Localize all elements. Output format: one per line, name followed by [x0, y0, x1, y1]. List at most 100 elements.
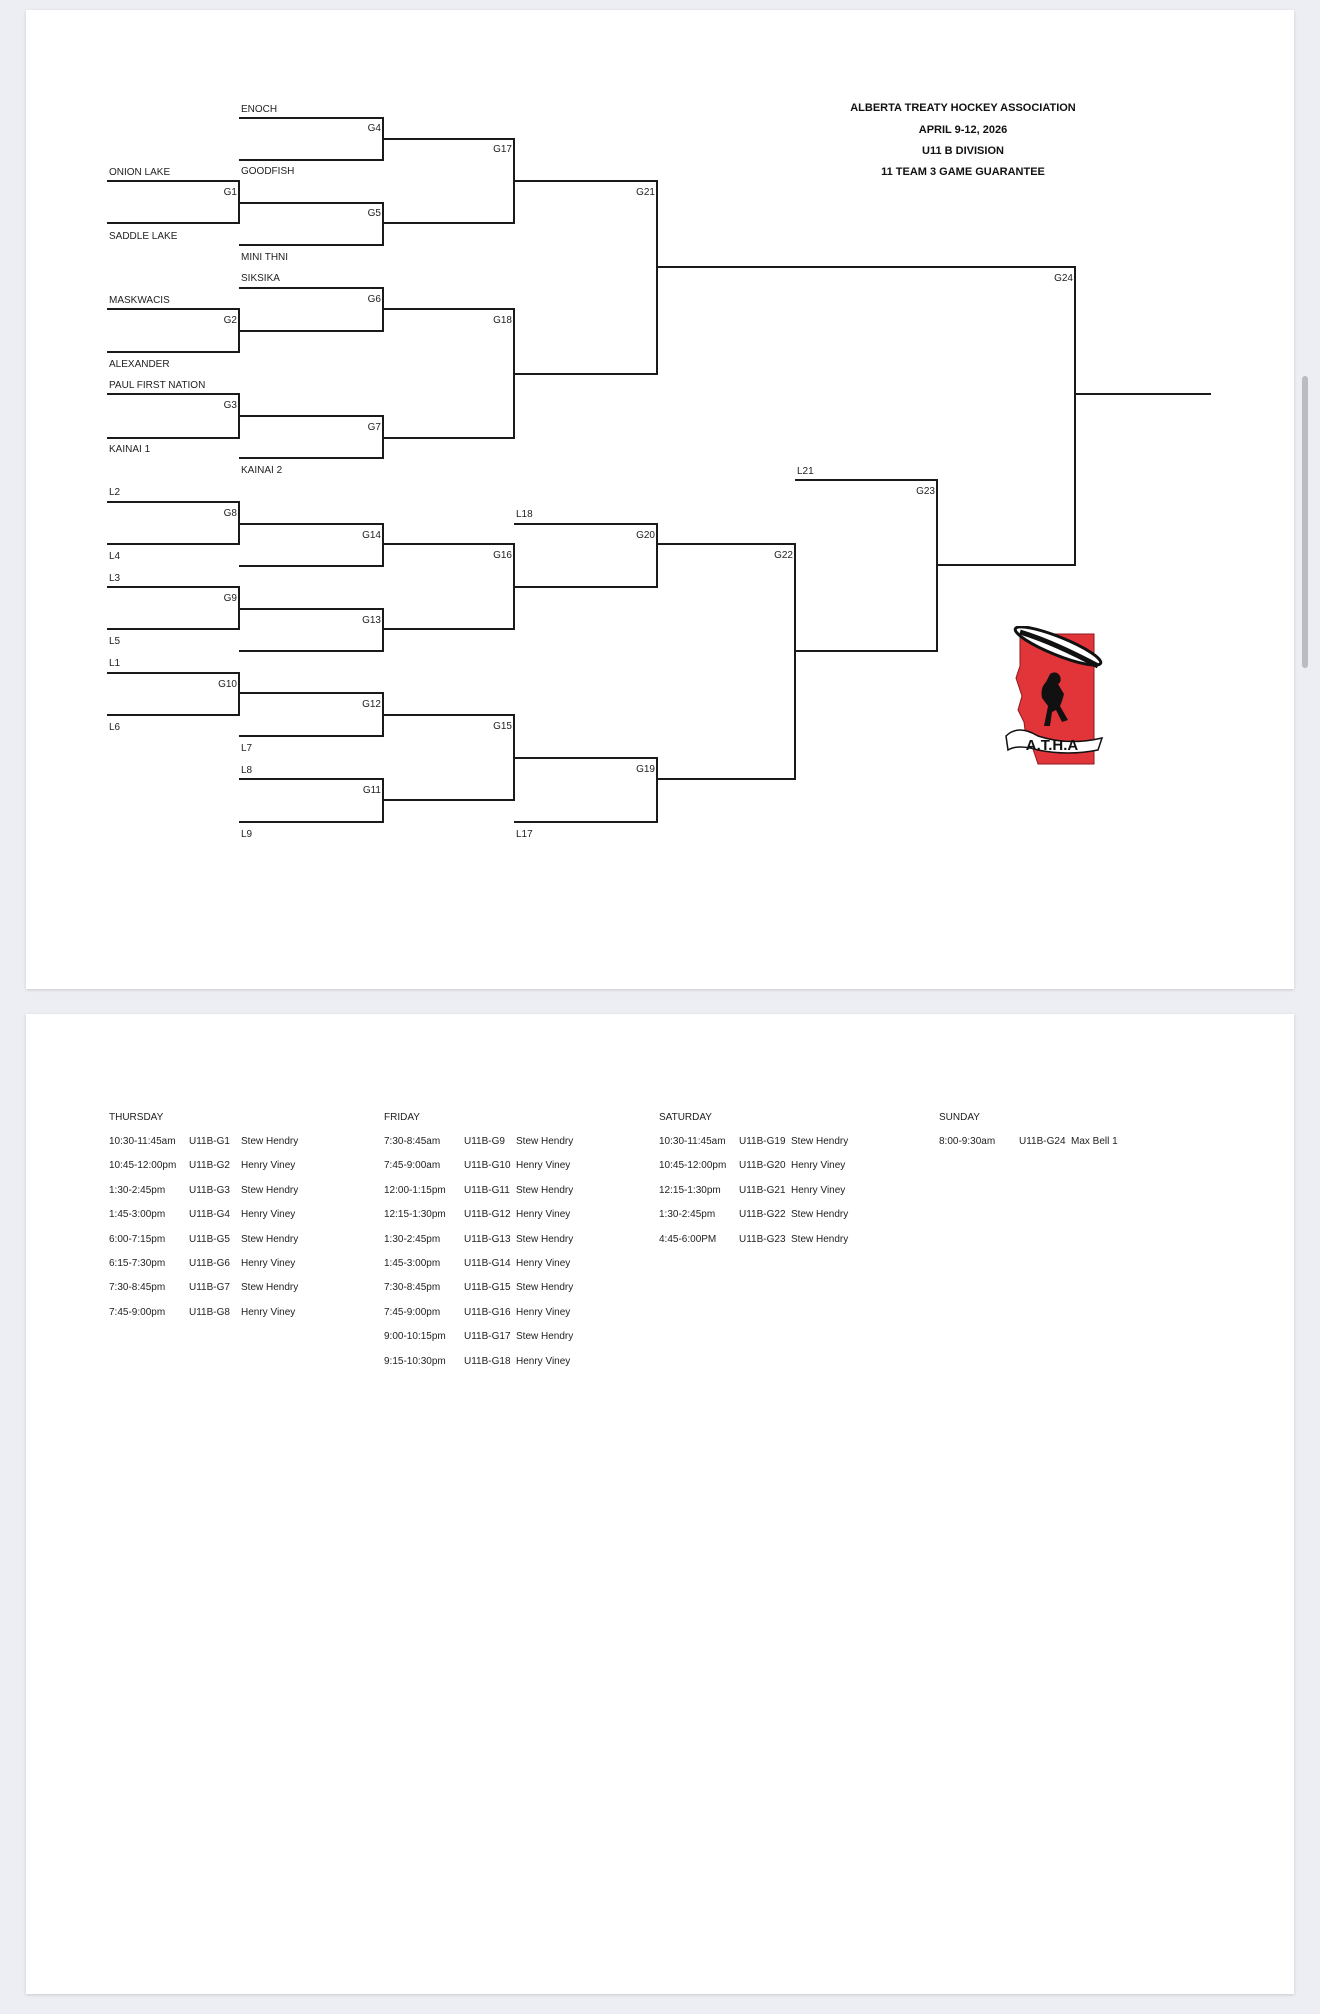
game-label: G5 — [367, 208, 381, 219]
game-label: G23 — [916, 486, 935, 497]
schedule-time: 12:00-1:15pm — [384, 1184, 446, 1196]
loser-label: L2 — [109, 487, 121, 498]
schedule-location: Stew Hendry — [241, 1184, 299, 1196]
bracket-g20 — [514, 523, 658, 588]
game-label: G20 — [636, 530, 655, 541]
schedule-row: 7:45-9:00am U11B-G10 Henry Viney — [384, 1160, 573, 1184]
schedule-day-heading: SUNDAY — [939, 1112, 980, 1123]
schedule-time: 6:00-7:15pm — [109, 1233, 166, 1245]
schedule-time: 10:45-12:00pm — [659, 1160, 727, 1172]
schedule-time: 10:45-12:00pm — [109, 1160, 177, 1172]
loser-label: L21 — [797, 466, 814, 477]
loser-label: L1 — [109, 658, 121, 669]
schedule-game: U11B-G10 — [464, 1160, 511, 1172]
schedule-day-heading: FRIDAY — [384, 1112, 420, 1123]
schedule-time: 4:45-6:00PM — [659, 1233, 717, 1245]
game-label: G3 — [223, 400, 237, 411]
atha-logo: A.T.H.A — [1005, 626, 1104, 765]
game-label: G17 — [493, 144, 512, 155]
schedule-game: U11B-G19 — [739, 1136, 786, 1147]
schedule-time: 7:30-8:45pm — [109, 1282, 166, 1294]
schedule-time: 9:15-10:30pm — [384, 1355, 446, 1367]
schedule-time: 9:00-10:15pm — [384, 1331, 446, 1343]
game-label: G4 — [367, 123, 381, 134]
bracket-g19 — [514, 757, 658, 823]
loser-label: L3 — [109, 573, 121, 584]
bracket-g4 — [239, 117, 384, 161]
schedule-game: U11B-G7 — [189, 1282, 230, 1294]
schedule-time: 12:15-1:30pm — [659, 1184, 721, 1196]
title-division: U11 B DIVISION — [922, 145, 1004, 157]
game-label: G2 — [223, 315, 237, 326]
schedule-location: Henry Viney — [791, 1184, 846, 1196]
scrollbar[interactable] — [1302, 376, 1308, 668]
game-label: G22 — [774, 550, 793, 561]
loser-label: L9 — [241, 829, 253, 840]
schedule-time: 1:45-3:00pm — [384, 1257, 441, 1269]
schedule-row: 1:30-2:45pm U11B-G22 Stew Hendry — [659, 1209, 848, 1233]
team-label: ENOCH — [241, 104, 278, 115]
schedule-location: Stew Hendry — [516, 1282, 574, 1294]
title-format: 11 TEAM 3 GAME GUARANTEE — [881, 166, 1045, 178]
bracket-g9 — [107, 586, 240, 630]
schedule-location: Henry Viney — [791, 1160, 846, 1172]
schedule-row: 1:30-2:45pm U11B-G3 Stew Hendry — [109, 1185, 298, 1209]
schedule-location: Stew Hendry — [241, 1136, 299, 1147]
team-label: SIKSIKA — [241, 273, 280, 284]
game-label: G14 — [362, 530, 381, 541]
schedule-location: Stew Hendry — [241, 1282, 299, 1294]
bracket-g18 — [383, 308, 515, 439]
game-label: G21 — [636, 187, 655, 198]
schedule-location: Henry Viney — [516, 1160, 571, 1172]
game-label: G18 — [493, 315, 512, 326]
team-label: GOODFISH — [241, 166, 295, 177]
team-label: SADDLE LAKE — [109, 231, 178, 242]
loser-label: L4 — [109, 551, 121, 562]
title-dates: APRIL 9-12, 2026 — [918, 124, 1008, 136]
schedule-game: U11B-G2 — [189, 1160, 230, 1172]
bracket-g3 — [107, 393, 240, 439]
loser-label: L17 — [516, 829, 533, 840]
team-label: KAINAI 2 — [241, 465, 283, 476]
schedule-game: U11B-G22 — [739, 1209, 786, 1221]
schedule-row: 7:30-8:45pm U11B-G7 Stew Hendry — [109, 1282, 298, 1306]
schedule-time: 8:00-9:30am — [939, 1136, 996, 1147]
schedule-time: 7:30-8:45pm — [384, 1282, 441, 1294]
team-label: ONION LAKE — [109, 167, 171, 178]
schedule-time: 7:45-9:00am — [384, 1160, 441, 1172]
schedule-location: Henry Viney — [241, 1160, 296, 1172]
schedule-location: Stew Hendry — [516, 1136, 574, 1147]
schedule-location: Stew Hendry — [791, 1209, 849, 1221]
schedule-location: Stew Hendry — [516, 1233, 574, 1245]
schedule-time: 7:30-8:45am — [384, 1136, 441, 1147]
loser-label: L7 — [241, 743, 253, 754]
schedule-game: U11B-G3 — [189, 1184, 230, 1196]
title-association: ALBERTA TREATY HOCKEY ASSOCIATION — [850, 102, 1076, 114]
schedule-time: 10:30-11:45am — [109, 1136, 176, 1147]
bracket-g22 — [657, 543, 796, 780]
schedule-time: 1:30-2:45pm — [659, 1209, 716, 1221]
game-label: G15 — [493, 721, 512, 732]
game-label: G13 — [362, 615, 381, 626]
schedule-location: Henry Viney — [241, 1209, 296, 1221]
schedule-time: 10:30-11:45am — [659, 1136, 726, 1147]
hockey-player-icon — [1041, 672, 1068, 726]
schedule-game: U11B-G23 — [739, 1233, 786, 1245]
schedule-day-heading: SATURDAY — [659, 1112, 712, 1123]
schedule-time: 1:30-2:45pm — [109, 1184, 166, 1196]
schedule-location: Henry Viney — [516, 1355, 571, 1367]
schedule-game: U11B-G12 — [464, 1209, 511, 1221]
